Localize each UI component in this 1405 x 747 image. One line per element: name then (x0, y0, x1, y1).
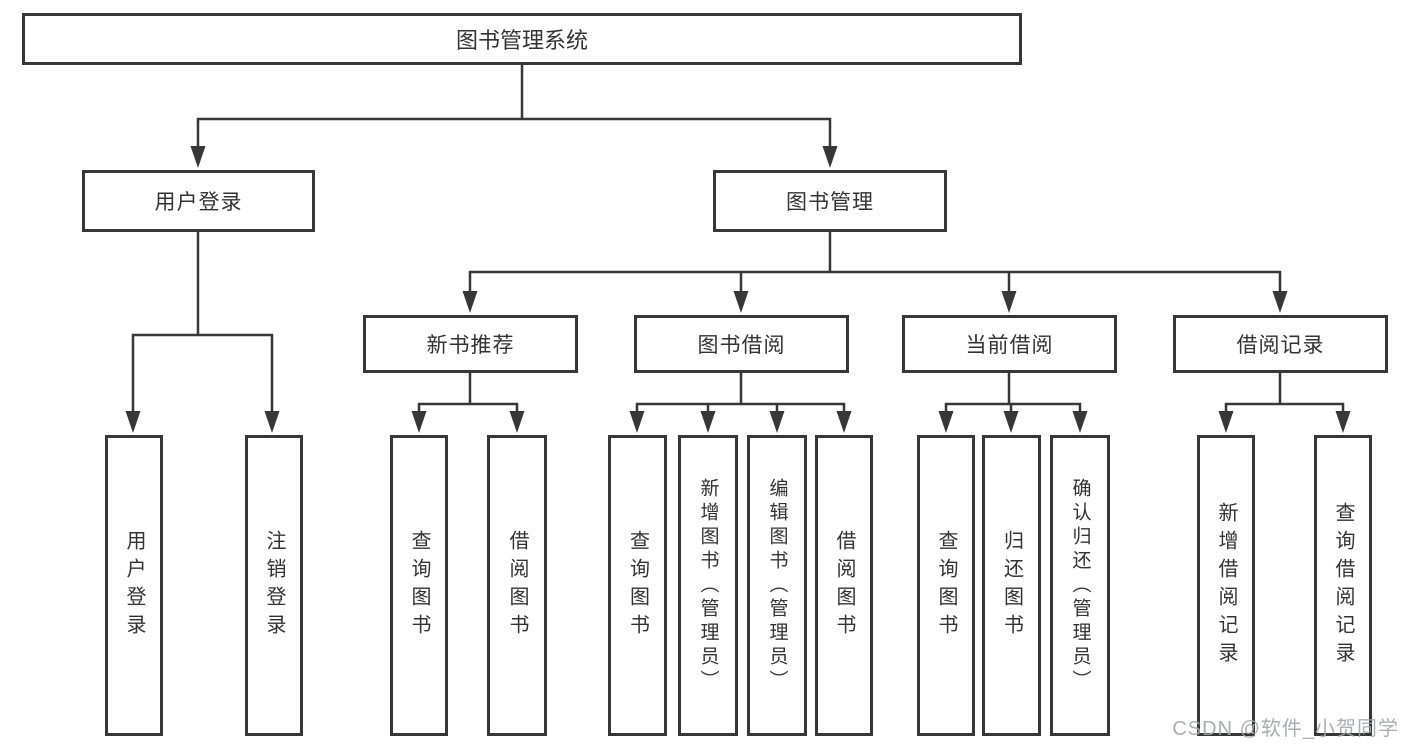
node-book-borrow: 图书借阅 (634, 315, 849, 373)
leaf-query-books-2: 查询图书 (608, 435, 667, 736)
leaf-borrow-books-2: 借阅图书 (815, 435, 873, 736)
node-label: 编辑图书（管理员） (766, 477, 788, 694)
node-label: 新书推荐 (426, 334, 515, 357)
node-label: 图书管理系统 (455, 28, 588, 53)
arrowhead-icon (700, 411, 716, 433)
node-label: 图书借阅 (697, 334, 786, 357)
arrowhead-icon (190, 146, 206, 168)
node-label: 当前借阅 (965, 334, 1054, 357)
node-book-management: 图书管理 (713, 170, 947, 232)
node-label: 借阅记录 (1236, 334, 1325, 357)
node-label: 查询借阅记录 (1332, 501, 1354, 670)
node-label: 新增借阅记录 (1215, 501, 1237, 670)
arrowhead-icon (836, 411, 852, 433)
leaf-borrow-books: 借阅图书 (487, 435, 547, 736)
arrowhead-icon (1218, 411, 1234, 433)
node-borrow-record: 借阅记录 (1173, 315, 1388, 373)
node-label: 用户登录 (154, 191, 243, 214)
node-label: 借阅图书 (506, 529, 528, 642)
arrowhead-icon (509, 411, 525, 433)
leaf-user-login: 用户登录 (105, 435, 163, 736)
arrowhead-icon (733, 291, 749, 313)
leaf-query-books: 查询图书 (390, 435, 448, 736)
leaf-edit-book-admin: 编辑图书（管理员） (747, 435, 807, 736)
leaf-query-books-3: 查询图书 (917, 435, 975, 736)
arrowhead-icon (411, 411, 427, 433)
arrowhead-icon (629, 411, 645, 433)
node-label: 查询图书 (626, 529, 649, 642)
node-root-library-system: 图书管理系统 (22, 13, 1022, 65)
node-label: 查询图书 (408, 529, 430, 642)
node-label: 新增图书（管理员） (697, 477, 719, 694)
leaf-logout-login: 注销登录 (245, 435, 303, 736)
arrowhead-icon (1072, 411, 1088, 433)
leaf-add-book-admin: 新增图书（管理员） (678, 435, 738, 736)
node-label: 归还图书 (1000, 529, 1023, 642)
csdn-watermark: CSDN @软件_小贺同学 (1172, 718, 1399, 740)
node-label: 查询图书 (935, 529, 957, 642)
arrowhead-icon (822, 146, 838, 168)
arrowhead-icon (1335, 411, 1351, 433)
leaf-confirm-return-admin: 确认归还（管理员） (1050, 435, 1110, 736)
node-current-borrow: 当前借阅 (902, 315, 1117, 373)
node-label: 用户登录 (123, 529, 145, 642)
leaf-query-borrow-record: 查询借阅记录 (1314, 435, 1372, 736)
node-user-login: 用户登录 (82, 170, 315, 232)
arrowhead-icon (769, 411, 785, 433)
connector-lines (131, 64, 1345, 413)
leaf-add-borrow-record: 新增借阅记录 (1197, 435, 1255, 736)
arrowhead-icon (1001, 291, 1017, 313)
arrowhead-icon (1272, 291, 1288, 313)
arrowhead-icon (938, 411, 954, 433)
node-label: 借阅图书 (833, 529, 855, 642)
node-label: 图书管理 (786, 191, 874, 214)
arrowhead-icon (462, 291, 478, 313)
leaf-return-books: 归还图书 (982, 435, 1041, 736)
node-label: 注销登录 (263, 529, 285, 642)
arrowhead-icon (125, 411, 141, 433)
arrowhead-icon (264, 411, 280, 433)
node-new-book-recommend: 新书推荐 (363, 315, 578, 373)
node-label: 确认归还（管理员） (1069, 477, 1091, 694)
arrowhead-icon (1003, 411, 1019, 433)
